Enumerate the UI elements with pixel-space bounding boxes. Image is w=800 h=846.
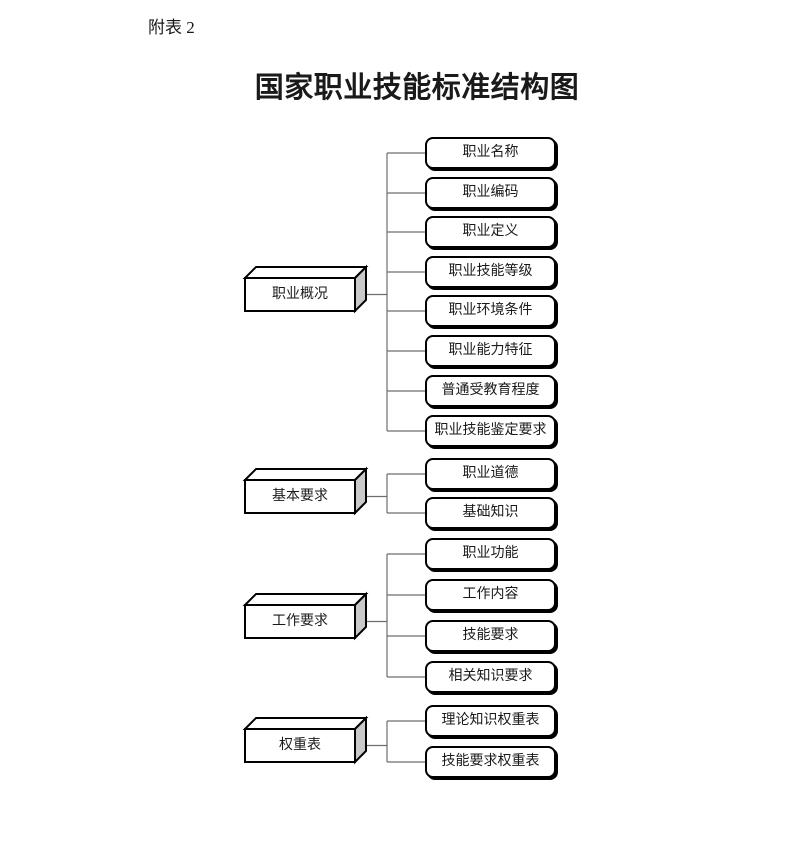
leaf-box-occupation-code: 职业编码 — [425, 177, 556, 209]
leaf-box-occupation-definition: 职业定义 — [425, 216, 556, 248]
leaf-box-skill-levels: 职业技能等级 — [425, 256, 556, 288]
connector-occupation-overview — [366, 152, 425, 432]
leaf-box-work-environment-conditions: 职业环境条件 — [425, 295, 556, 327]
leaf-box-related-knowledge-requirements: 相关知识要求 — [425, 661, 556, 693]
leaf-box-general-education-level: 普通受教育程度 — [425, 375, 556, 407]
parent-box-3d-occupation-overview — [242, 264, 369, 314]
parent-box-label-weight-tables: 权重表 — [279, 737, 321, 753]
connector-work-requirements — [366, 553, 425, 678]
connector-weight-tables — [366, 720, 425, 763]
connector-basic-requirements — [366, 473, 425, 514]
parent-box-label-basic-requirements: 基本要求 — [272, 488, 328, 504]
parent-box-3d-work-requirements — [242, 591, 369, 641]
parent-box-label-occupation-overview: 职业概况 — [272, 286, 328, 302]
leaf-box-ability-characteristics: 职业能力特征 — [425, 335, 556, 367]
leaf-box-skill-requirements: 技能要求 — [425, 620, 556, 652]
parent-box-label-work-requirements: 工作要求 — [272, 613, 328, 629]
appendix-label: 附表 2 — [148, 18, 195, 37]
leaf-box-theory-knowledge-weight-table: 理论知识权重表 — [425, 705, 556, 737]
leaf-box-skill-assessment-requirements: 职业技能鉴定要求 — [425, 415, 556, 447]
parent-box-3d-basic-requirements — [242, 466, 369, 516]
leaf-box-skill-requirements-weight-table: 技能要求权重表 — [425, 746, 556, 778]
leaf-box-basic-knowledge: 基础知识 — [425, 497, 556, 529]
leaf-box-work-content: 工作内容 — [425, 579, 556, 611]
leaf-box-occupation-name: 职业名称 — [425, 137, 556, 169]
leaf-box-occupational-functions: 职业功能 — [425, 538, 556, 570]
parent-box-3d-weight-tables — [242, 715, 369, 765]
leaf-box-professional-ethics: 职业道德 — [425, 458, 556, 490]
page-title: 国家职业技能标准结构图 — [254, 72, 580, 104]
